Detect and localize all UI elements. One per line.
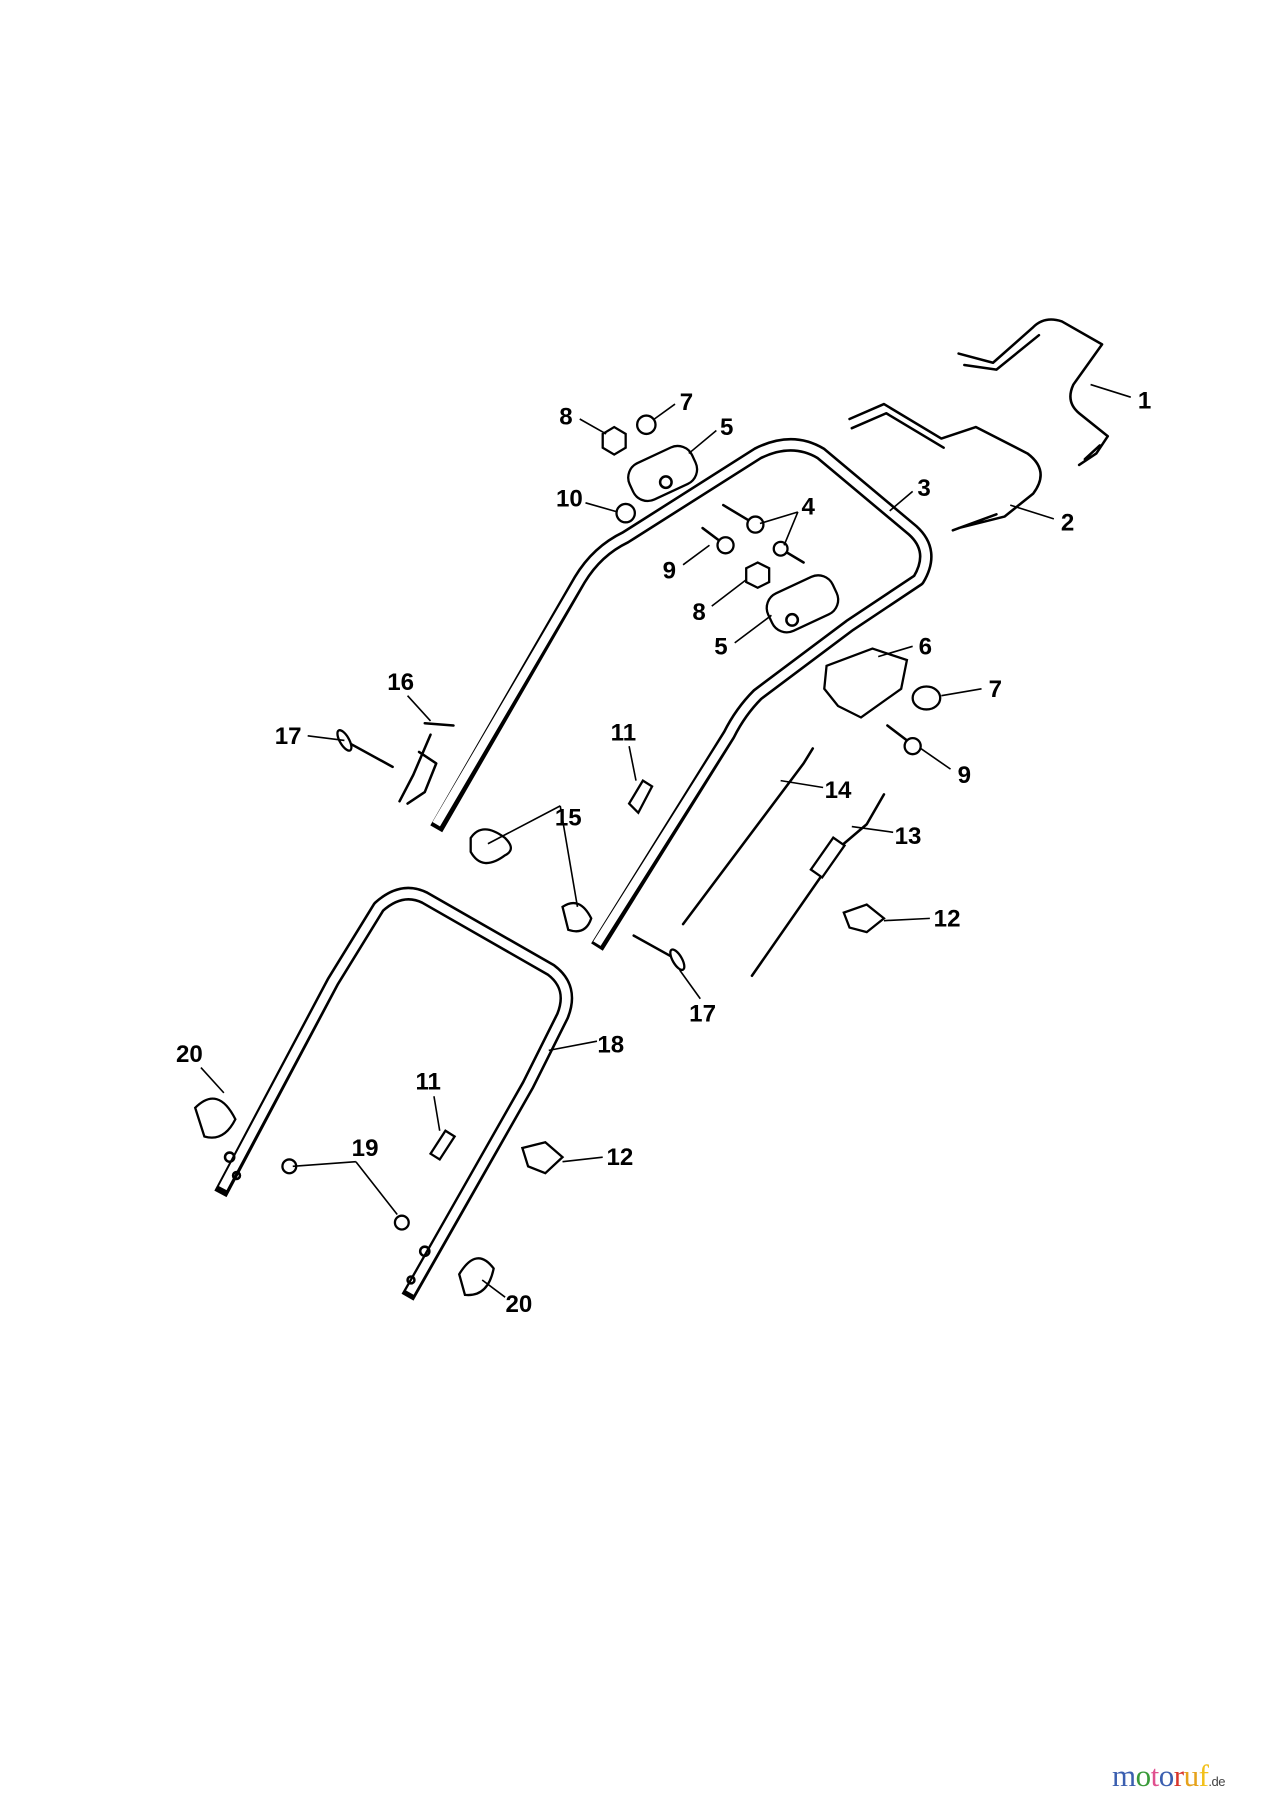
wing-nut-part-15-lower [561,901,593,933]
bolts-part-4 [721,503,805,564]
cap-part-7-lower [911,685,942,711]
logo-letter: o [1135,1758,1152,1793]
callout-7-lower: 7 [989,676,1002,703]
callout-5-lower: 5 [714,633,727,660]
logo-letter: f [1198,1758,1209,1793]
upper-handle-part-3 [430,438,933,951]
cable-guide-part-6 [823,647,909,719]
wing-nut-part-20-right [457,1257,495,1297]
logo-letter: r [1173,1758,1184,1793]
callout-11-lower: 11 [415,1068,440,1095]
clip-part-11-lower [428,1129,457,1162]
callout-6: 6 [919,633,932,660]
washer-part-7-upper [636,414,657,436]
callout-18: 18 [597,1032,624,1059]
callout-20-right: 20 [506,1291,533,1318]
callout-labels: 1 2 3 4 5 5 6 7 7 8 8 9 9 10 11 11 12 12… [176,388,1151,1318]
clip-part-12-upper [842,903,886,934]
screw-part-9-upper [701,526,735,555]
callout-5-upper: 5 [720,414,733,441]
cable-part-14 [681,747,815,926]
callout-3: 3 [917,475,930,502]
screw-part-9-lower [886,724,922,756]
callout-15: 15 [555,804,582,831]
callout-14: 14 [825,777,852,804]
nut-part-8-lower [745,561,771,590]
spacer-part-10 [615,502,636,524]
lever-part-16 [398,721,455,805]
callout-1: 1 [1138,388,1151,415]
leader-lines [200,383,1132,1298]
callout-8-upper: 8 [559,404,572,431]
logo-letter: o [1158,1758,1175,1793]
callout-12-upper: 12 [934,905,961,932]
logo-letter: m [1112,1758,1136,1793]
callout-20-left: 20 [176,1041,203,1068]
callout-12-lower: 12 [607,1144,634,1171]
motoruf-logo: motoruf.de [1112,1758,1225,1794]
callout-11-upper: 11 [611,719,636,746]
bolt-part-17-lower [632,934,686,972]
lower-handle-part-18 [214,886,574,1301]
hinge-part-5-lower [765,574,840,634]
callout-8-lower: 8 [692,599,705,626]
callout-13: 13 [895,823,922,850]
callout-7-upper: 7 [680,389,693,416]
bolt-part-17-upper [336,729,394,769]
handle-bar-part-1 [957,318,1110,467]
hinge-part-5-upper [627,444,699,503]
callout-4: 4 [801,493,815,520]
nut-part-8-upper [601,425,627,456]
callout-19: 19 [352,1135,379,1162]
logo-letter: t [1150,1758,1160,1793]
callout-10: 10 [556,485,583,512]
logo-tld: .de [1208,1774,1225,1789]
wing-nut-part-20-left [193,1097,237,1139]
callout-2: 2 [1061,509,1074,536]
callout-17-lower: 17 [689,1001,716,1028]
handle-bar-part-2 [848,402,1042,532]
callout-17-upper: 17 [275,723,302,750]
callout-9-upper: 9 [663,558,676,585]
bolt-part-19 [281,1158,410,1231]
cable-part-13 [750,793,886,978]
logo-letter: u [1183,1758,1200,1793]
clip-part-12-lower [520,1140,565,1175]
clip-part-11-upper [627,779,654,815]
callout-16: 16 [387,669,414,696]
callout-9-lower: 9 [958,762,971,789]
